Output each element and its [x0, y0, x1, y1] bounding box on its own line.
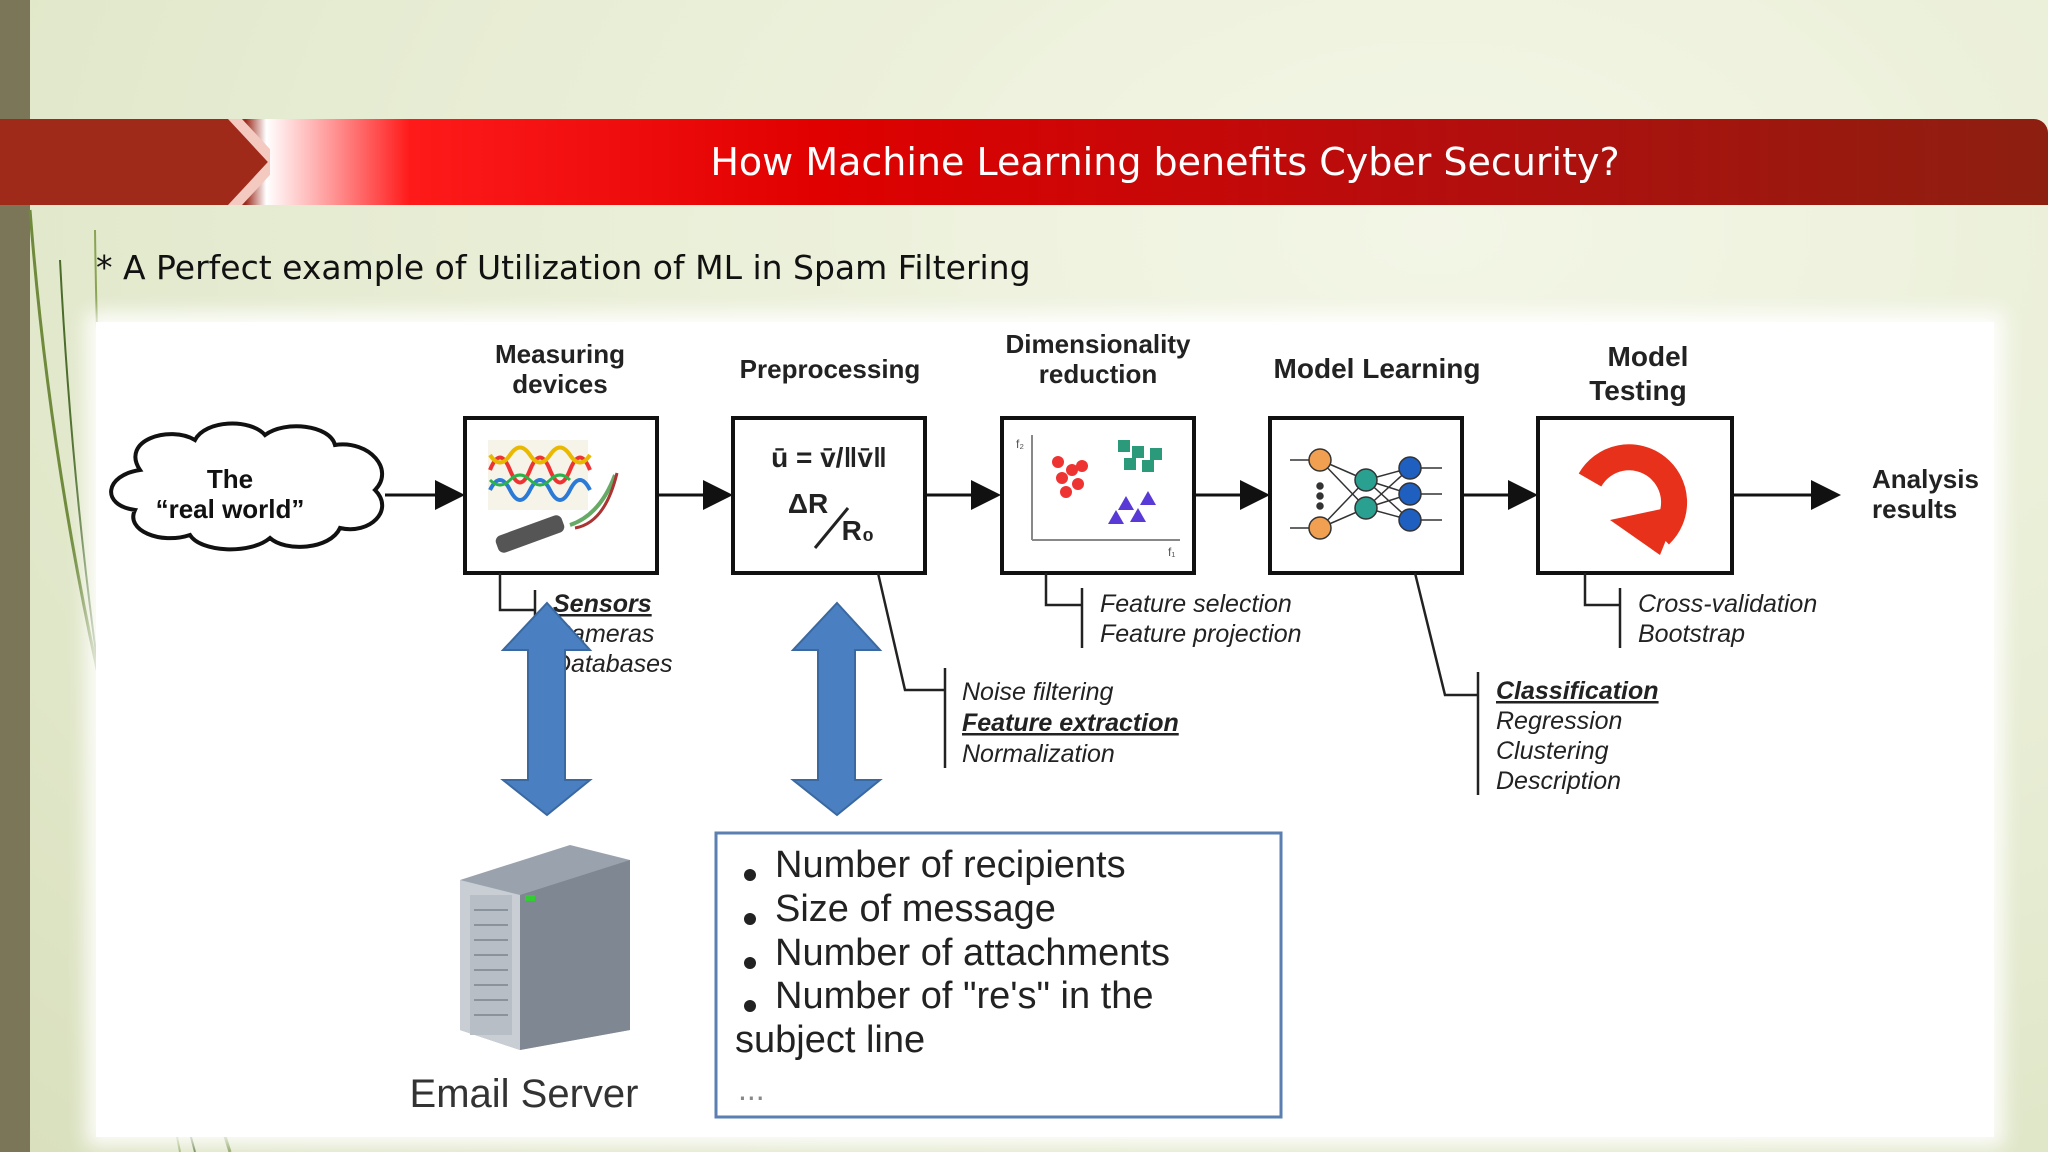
title-arrow-shape: [0, 119, 270, 205]
note-feature-selection: Feature selection: [1100, 590, 1292, 618]
neural-network-icon: [1290, 448, 1442, 540]
real-world-cloud: [109, 421, 385, 552]
note-description: Description: [1496, 767, 1621, 795]
note-regression: Regression: [1496, 707, 1622, 735]
sensor-waves-icon: [488, 440, 619, 553]
stage-box-model-testing: [1536, 416, 1734, 575]
formula-r0: R₀: [842, 515, 875, 546]
output-label-2: results: [1872, 494, 1957, 524]
stage-box-model-learning: [1268, 416, 1464, 575]
bullet: [744, 913, 756, 925]
stage-header-model-testing: Model: [1608, 341, 1689, 372]
double-arrow-preprocessing: [790, 601, 883, 817]
title-bar: [0, 119, 2048, 205]
bullet: [744, 869, 756, 881]
stage-header-dimensionality: Dimensionality: [1006, 329, 1191, 359]
stage-header-dimensionality-2: reduction: [1039, 359, 1157, 389]
slide-title: How Machine Learning benefits Cyber Secu…: [710, 140, 1620, 184]
stage-box-preprocessing: [731, 416, 927, 575]
bullet: [744, 1000, 756, 1012]
scatter-clusters-icon: [1031, 435, 1180, 541]
bullet: [744, 957, 756, 969]
axis-label-f1: f₁: [1168, 545, 1175, 559]
features-box: [714, 831, 1283, 1119]
feature-item: Number of "re's" in the: [775, 975, 1154, 1017]
feature-item-continuation: subject line: [735, 1019, 925, 1061]
stage-header-preprocessing: Preprocessing: [740, 354, 921, 384]
note-leader-lines: [498, 572, 1622, 795]
feature-ellipsis: ...: [738, 1071, 765, 1107]
note-databases: Databases: [553, 650, 673, 678]
cloud-label-1: The: [207, 464, 253, 494]
axis-label-f2: f₂: [1016, 437, 1024, 451]
stage-header-measuring: Measuring: [495, 339, 625, 369]
note-cross-validation: Cross-validation: [1638, 590, 1817, 618]
output-label-1: Analysis: [1872, 464, 1979, 494]
cloud-label-2: “real world”: [156, 494, 305, 524]
stage-header-model-learning: Model Learning: [1274, 353, 1481, 384]
feature-item: Number of attachments: [775, 932, 1170, 974]
feature-item: Number of recipients: [775, 844, 1126, 886]
formula-delta-r: ΔR: [788, 488, 828, 519]
stage-header-measuring-2: devices: [512, 369, 607, 399]
note-feature-extraction: Feature extraction: [962, 709, 1179, 737]
email-server-label: Email Server: [410, 1072, 639, 1116]
note-classification: Classification: [1496, 677, 1659, 705]
stage-header-model-testing-2: Testing: [1589, 375, 1686, 406]
feature-item: Size of message: [775, 888, 1056, 930]
double-arrow-measuring: [500, 601, 593, 817]
formula-slash: [813, 507, 850, 549]
formula-normalize: ū = v̄/‖v̄‖: [771, 442, 887, 473]
stage-box-dimensionality: [1000, 416, 1196, 575]
note-normalization: Normalization: [962, 740, 1115, 768]
note-noise-filtering: Noise filtering: [962, 678, 1114, 706]
cycle-arrow-icon: [1578, 444, 1688, 555]
note-sensors: Sensors: [553, 590, 652, 618]
note-bootstrap: Bootstrap: [1638, 620, 1745, 648]
server-icon: [460, 845, 630, 1050]
note-feature-projection: Feature projection: [1100, 620, 1302, 648]
slide-subtitle: * A Perfect example of Utilization of ML…: [96, 248, 1031, 287]
note-clustering: Clustering: [1496, 737, 1609, 765]
